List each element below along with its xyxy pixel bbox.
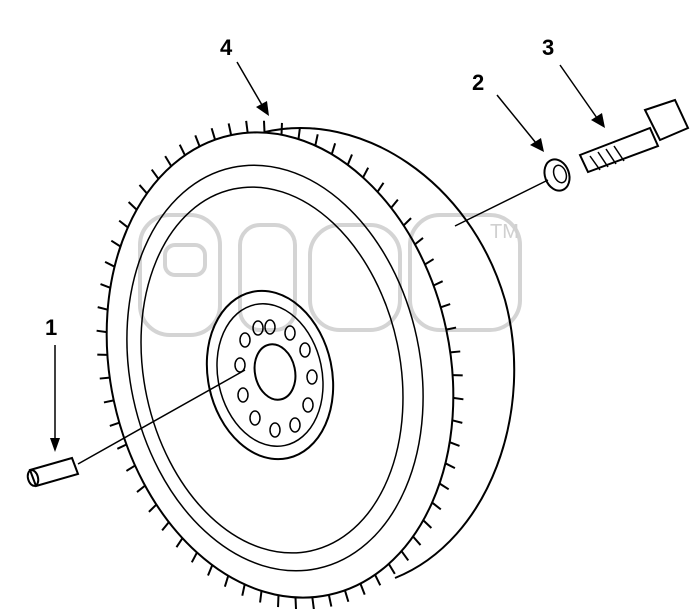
gear-tooth — [453, 396, 464, 401]
gear-tooth — [136, 484, 146, 493]
callout-4: 4 — [220, 35, 233, 60]
gear-tooth — [96, 329, 107, 334]
gear-tooth — [262, 120, 266, 133]
gear-tooth — [452, 419, 463, 424]
ring-gear-teeth — [96, 120, 464, 609]
gear-tooth — [103, 399, 114, 404]
gear-tooth — [424, 258, 435, 266]
gear-tooth — [207, 564, 214, 576]
gear-tooth — [127, 201, 138, 211]
gear-tooth — [150, 168, 160, 180]
gear-tooth — [148, 503, 158, 513]
gear-tooth — [440, 303, 451, 309]
gear-tooth — [444, 462, 456, 470]
gear-tooth — [314, 134, 319, 146]
gear-tooth — [190, 552, 198, 563]
gear-tooth — [178, 144, 186, 156]
gear-tooth — [99, 376, 110, 380]
gear-tooth — [164, 155, 173, 167]
gear-tooth — [330, 143, 337, 155]
gear-tooth — [161, 521, 170, 531]
gear-tooth — [175, 537, 184, 548]
gear-tooth — [449, 441, 460, 447]
gear-tooth — [402, 217, 412, 227]
dowel-pin — [26, 369, 246, 488]
gear-tooth — [390, 199, 399, 209]
gear-tooth — [138, 184, 148, 195]
gear-tooth — [194, 134, 201, 147]
callout-2: 2 — [472, 70, 484, 95]
gear-tooth — [438, 482, 450, 491]
gear-tooth — [223, 575, 230, 587]
gear-tooth — [227, 123, 233, 136]
gear-tooth — [359, 583, 366, 596]
callout-3: 3 — [542, 35, 554, 60]
bolt-holes — [234, 319, 318, 438]
watermark-trademark: TM — [490, 221, 519, 243]
gear-tooth — [376, 182, 385, 193]
gear-tooth — [433, 280, 444, 287]
bolt — [578, 98, 690, 174]
gear-tooth — [97, 306, 108, 311]
gear-tooth — [116, 443, 127, 450]
gear-tooth — [118, 219, 129, 229]
leader-arrows — [50, 61, 605, 452]
callout-1: 1 — [45, 315, 57, 340]
gear-tooth — [446, 326, 457, 331]
gear-tooth — [431, 501, 442, 511]
washer — [454, 158, 571, 227]
gear-tooth — [125, 464, 136, 472]
gear-tooth — [109, 421, 120, 427]
gear-tooth — [414, 237, 424, 246]
gear-tooth — [294, 597, 298, 609]
gear-tooth — [297, 127, 301, 140]
gear-tooth — [374, 574, 382, 586]
gear-tooth — [259, 590, 263, 603]
gear-tooth — [422, 519, 433, 529]
gear-tooth — [400, 550, 410, 562]
gear-tooth — [346, 154, 353, 166]
gear-tooth — [110, 239, 122, 248]
gear-tooth — [241, 584, 246, 596]
gear-tooth — [343, 590, 350, 603]
gear-tooth — [327, 594, 333, 607]
gear-tooth — [311, 597, 315, 609]
gear-tooth — [387, 563, 396, 575]
gear-tooth — [412, 535, 422, 546]
flywheel — [96, 120, 516, 609]
gear-tooth — [362, 167, 370, 178]
gear-tooth — [210, 127, 217, 140]
gear-tooth — [245, 120, 249, 133]
gear-tooth — [100, 283, 111, 289]
gear-tooth — [104, 260, 116, 268]
gear-tooth — [450, 350, 461, 354]
watermark-logo: TM — [138, 213, 522, 337]
